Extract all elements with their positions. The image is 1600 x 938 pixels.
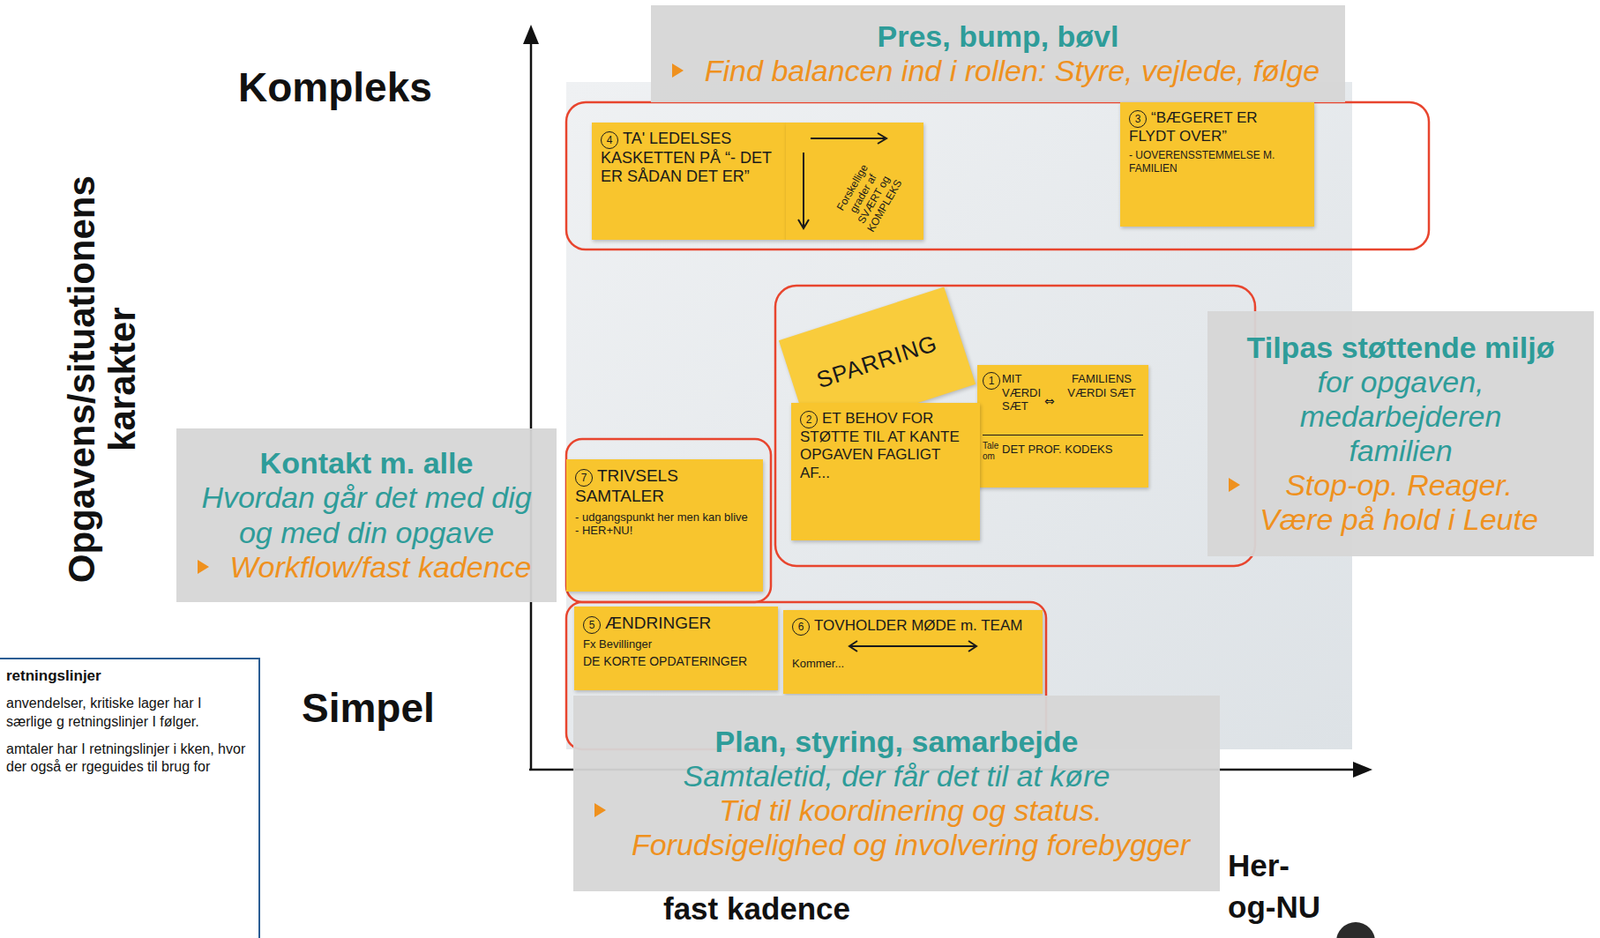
y-axis [530, 40, 533, 771]
note-number: 6 [792, 618, 810, 636]
callout-heading: Kontakt m. alle [194, 446, 539, 481]
axis-label: fast kadence [663, 892, 851, 928]
note-text: FAMILIENS VÆRDI SÆT [1060, 372, 1144, 400]
callout-bullet-text: Tid til koordinering og status. Forudsig… [590, 793, 1203, 863]
note-text: - UOVERENSSTEMMELSE M. FAMILIEN [1128, 149, 1306, 175]
callout-bullet-text: Find balancen ind i rollen: Styre, vejle… [668, 53, 1328, 89]
note-text: ⇔ [1044, 394, 1061, 410]
note-number: 5 [583, 616, 601, 635]
region-outline [566, 439, 771, 603]
note-text: ET BEHOV FOR STØTTE TIL AT KANTE OPGAVEN… [800, 410, 960, 482]
note-text: Kommer... [792, 657, 1034, 672]
note-text: - udgangspunkt her men kan blive - HER+N… [575, 510, 755, 539]
callout-text: Hvordan går det med dig og med din opgav… [194, 480, 539, 550]
sticky-note: Forskellige grader af SVÆRT og KOMPLEKS [785, 122, 924, 240]
axis-label: Kompleks [238, 65, 433, 111]
axis-label: Opgavens/situationens karakter [61, 141, 143, 618]
sticky-note: 1MIT VÆRDI SÆT⇔FAMILIENS VÆRDI SÆT Tale o… [977, 365, 1149, 488]
arrow-line [810, 137, 885, 140]
arrow-head [877, 133, 887, 144]
callout-text: Samtaletid, der får det til at køre [590, 759, 1203, 794]
logo-mark [1336, 922, 1376, 938]
region-outline [566, 102, 1429, 250]
note-text: TOVHOLDER MØDE m. TEAM [814, 617, 1023, 635]
x-axis-head [1353, 762, 1373, 778]
note-number: 3 [1128, 110, 1147, 128]
note-text: SPARRING [813, 329, 942, 396]
guideline-panel: retningslinjer anvendelser, kritiske lage… [0, 657, 261, 938]
arrow-line [850, 645, 976, 648]
arrow-head [968, 641, 977, 652]
callout-text: for opgaven, medarbejderen familien [1272, 365, 1529, 469]
note-text: Forskellige grader af SVÆRT og KOMPLEKS [826, 148, 912, 246]
note-text: DET PROF. KODEKS [1001, 434, 1144, 457]
panel-heading: retningslinjer [6, 666, 250, 687]
note-number: 4 [600, 131, 619, 150]
arrow-line [802, 152, 805, 227]
note-text: TA' LEDELSES KASKETTEN PÅ “- DET ER SÅDA… [600, 129, 772, 186]
arrow-head [798, 219, 809, 229]
sticky-note: 6TOVHOLDER MØDE m. TEAM Kommer... [783, 610, 1043, 695]
callout-bullet-text: Stop-op. Reager. Være på hold i Leute [1225, 468, 1577, 538]
arrow-head [849, 641, 858, 652]
callout-box: Plan, styring, samarbejdeSamtaletid, der… [573, 695, 1220, 892]
note-number: 7 [575, 469, 593, 487]
note-text: “BÆGERET ER FLYDT OVER” [1128, 109, 1258, 145]
callout-box: Kontakt m. alleHvordan går det med dig o… [176, 428, 557, 603]
note-text: ÆNDRINGER [605, 613, 711, 633]
panel-text: anvendelser, kritiske lager har I særlig… [6, 695, 250, 733]
callout-box: Pres, bump, bøvlFind balancen ind i roll… [650, 5, 1346, 103]
note-text: TRIVSELS SAMTALER [575, 466, 679, 506]
sticky-note: 3“BÆGERET ER FLYDT OVER” - UOVERENSSTEMME… [1120, 102, 1315, 227]
sticky-note: 7TRIVSELS SAMTALER - udgangspunkt her men… [566, 459, 763, 592]
sticky-note: 2ET BEHOV FOR STØTTE TIL AT KANTE OPGAVE… [791, 403, 980, 541]
double-arrow [846, 639, 980, 654]
note-number: 1 [982, 372, 1001, 390]
callout-heading: Tilpas støttende miljø [1225, 330, 1577, 366]
axis-label: Simpel [301, 686, 435, 732]
panel-text: amtaler har I retningslinjer i kken, hvo… [6, 740, 250, 778]
callout-heading: Pres, bump, bøvl [668, 19, 1328, 54]
note-text: Tale om [982, 434, 1002, 463]
axis-label: Her- og-NU [1227, 844, 1330, 929]
note-text: Fx Bevillinger [583, 637, 770, 652]
callout-bullet-text: Workflow/fast kadence [194, 550, 539, 585]
sticky-note: 4TA' LEDELSES KASKETTEN PÅ “- DET ER SÅD… [591, 122, 786, 240]
note-text: MIT VÆRDI SÆT [1001, 372, 1045, 414]
sticky-note: 5ÆNDRINGER Fx Bevillinger DE KORTE OPDATER… [574, 606, 778, 691]
note-text: DE KORTE OPDATERINGER [583, 654, 770, 670]
region-outline [775, 285, 1256, 567]
note-number: 2 [800, 411, 818, 429]
callout-heading: Plan, styring, samarbejde [590, 725, 1203, 760]
callout-box: Tilpas støttende miljøfor opgaven, medar… [1207, 311, 1594, 557]
y-axis-head [523, 24, 539, 45]
